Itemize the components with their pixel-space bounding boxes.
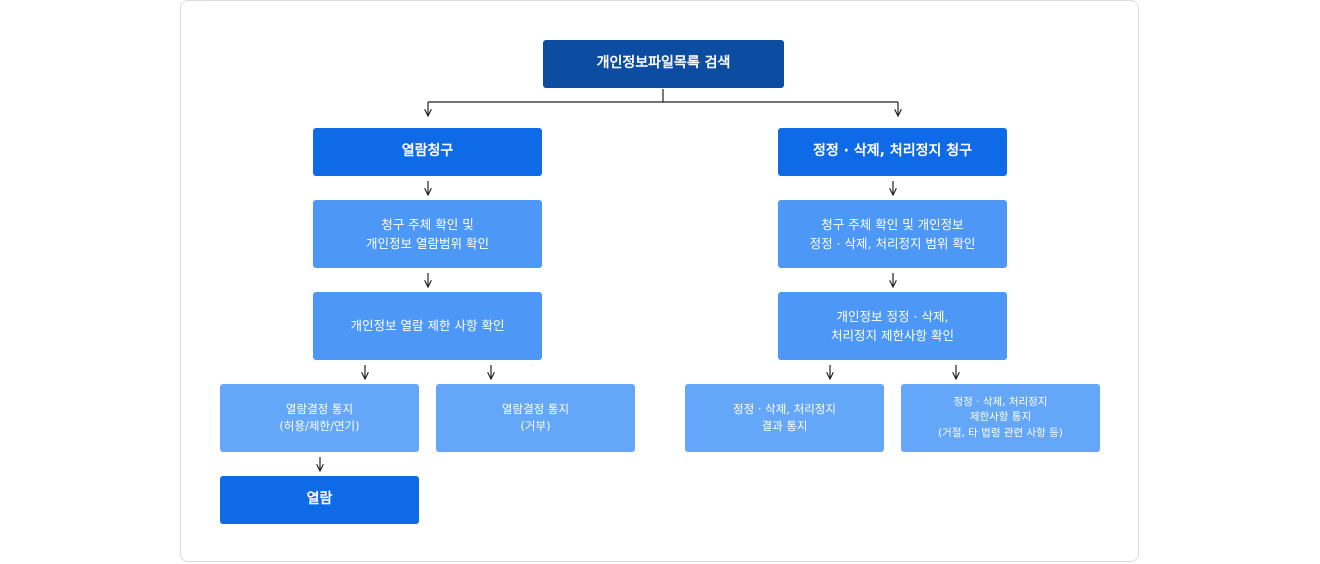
left-step1-node: 청구 주체 확인 및 개인정보 열람범위 확인 [313, 200, 542, 268]
root-node: 개인정보파일목록 검색 [543, 40, 784, 88]
right-request-node: 정정 · 삭제, 처리정지 청구 [778, 128, 1007, 176]
left-result-allow-node: 열람결정 통지 (허용/제한/연기) [220, 384, 419, 452]
right-step1-node: 청구 주체 확인 및 개인정보 정정 · 삭제, 처리정지 범위 확인 [778, 200, 1007, 268]
right-step2-node: 개인정보 정정 · 삭제, 처리정지 제한사항 확인 [778, 292, 1007, 360]
right-result-limit-node: 정정 · 삭제, 처리정지 제한사항 통지 (거절, 타 법령 관련 사항 등) [901, 384, 1100, 452]
left-step2-node: 개인정보 열람 제한 사항 확인 [313, 292, 542, 360]
right-result-done-node: 정정 · 삭제, 처리정지 결과 통지 [685, 384, 884, 452]
left-request-node: 열람청구 [313, 128, 542, 176]
left-final-node: 열람 [220, 476, 419, 524]
diagram-frame [180, 0, 1139, 562]
left-result-deny-node: 열람결정 통지 (거부) [436, 384, 635, 452]
